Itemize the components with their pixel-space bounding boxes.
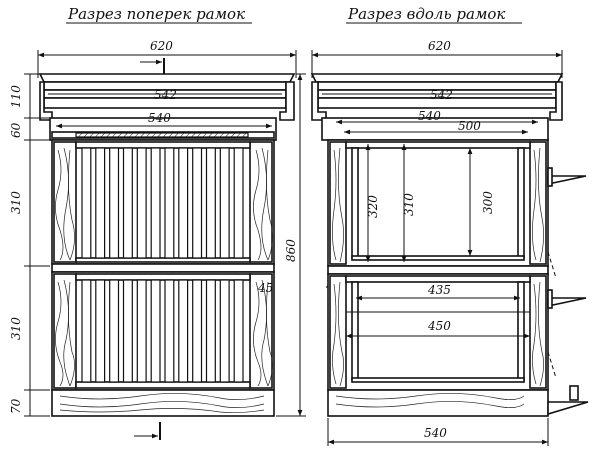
right-section: 620 542 540 500 320 310 300 [310,39,589,446]
right-dim-435: 435 [427,283,451,297]
frame-bar [122,147,133,259]
left-dim-60: 60 [9,122,23,138]
left-dim-620: 620 [150,39,173,53]
frame-bar [122,279,133,383]
frame-bar [233,279,244,383]
frame-bar [81,147,92,259]
frame-bar [178,147,189,259]
right-dim-540-bottom: 540 [424,426,447,440]
left-dim-860: 860 [284,239,298,262]
frame-bar [219,147,230,259]
left-dim-70: 70 [9,398,23,414]
right-title: Разрез вдоль рамок [347,5,505,23]
right-dim-300: 300 [481,191,495,214]
frame-bar [109,279,120,383]
frame-bar [192,147,203,259]
right-dim-310: 310 [402,193,416,216]
left-dim-310-upper: 310 [9,191,23,214]
frame-bar [81,279,92,383]
frame-bar [205,147,216,259]
frame-bar [95,147,106,259]
frame-bar [219,279,230,383]
left-section: 620 542 540 [9,39,306,440]
right-dim-540: 540 [418,109,441,123]
frame-bar [192,279,203,383]
frame-bar [164,279,175,383]
right-dim-500: 500 [458,119,481,133]
left-dim-45: 45 [257,281,273,295]
right-dim-542: 542 [430,88,453,102]
left-dim-540: 540 [148,111,171,125]
frame-bar [95,279,106,383]
frame-bar [233,147,244,259]
lower-frames [81,279,244,383]
frame-bar [136,279,147,383]
right-dim-450: 450 [427,319,451,333]
frame-bar [150,147,161,259]
upper-frames [81,147,244,259]
frame-bar [178,279,189,383]
frame-bar [164,147,175,259]
frame-bar [136,147,147,259]
frame-bar [109,147,120,259]
left-dim-310-lower: 310 [9,317,23,340]
frame-bar [150,279,161,383]
left-dim-542: 542 [154,88,177,102]
frame-bar [205,279,216,383]
right-dim-320: 320 [366,195,380,218]
left-dim-110: 110 [9,85,23,108]
right-dim-620: 620 [428,39,451,53]
left-title: Разрез поперек рамок [67,5,245,23]
